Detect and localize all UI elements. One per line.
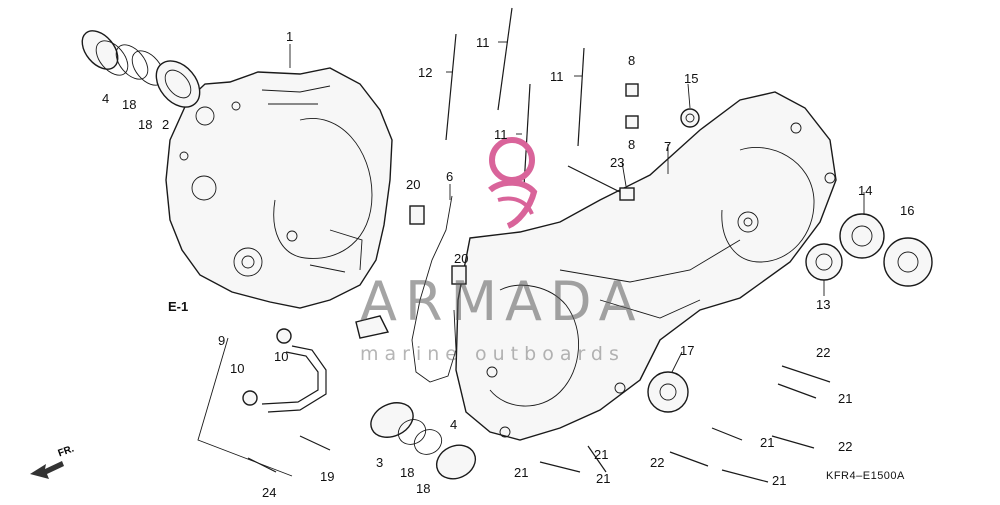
small-parts [355,83,639,339]
part-label-21-c: 21 [594,447,609,462]
part-label-3: 3 [376,455,384,470]
part-label-21-d: 21 [514,465,529,480]
crankcase-gasket [411,195,457,383]
part-label-16: 16 [900,203,915,218]
part-label-19: 19 [320,469,335,484]
part-label-24: 24 [262,485,277,500]
part-label-18-bottom-b: 18 [416,481,431,496]
leader-lines [289,41,865,373]
part-label-22-a: 22 [816,345,831,360]
part-label-21-f: 21 [772,473,787,488]
drawing-code: KFR4–E1500A [826,470,905,482]
part-label-4-bottom: 4 [450,417,458,432]
part-label-9: 9 [218,333,226,348]
left-seal-stack [81,30,201,108]
part-label-8-top: 8 [628,53,636,68]
part-label-17: 17 [680,343,695,358]
part-label-2: 2 [162,117,170,132]
part-label-21-b: 21 [760,435,775,450]
bottom-seal-stack [370,402,477,480]
right-bearings [647,108,933,413]
part-label-21-a: 21 [838,391,853,406]
part-label-10-lower: 10 [230,361,245,376]
part-label-10-upper: 10 [274,349,289,364]
part-label-22-b: 22 [838,439,853,454]
front-arrow-icon [30,461,64,479]
right-crankcase [455,91,837,441]
watermark-title: ARMADA [360,270,644,333]
part-label-18-left-a: 18 [122,97,137,112]
armada-logo-icon [488,137,538,229]
part-label-21-e: 21 [596,471,611,486]
part-label-18-left-b: 18 [138,117,153,132]
part-label-14: 14 [858,183,873,198]
part-label-1: 1 [286,29,294,44]
left-crankcase [165,67,393,309]
part-label-11-c: 11 [494,127,508,142]
section-reference-e1: E-1 [168,299,189,314]
part-label-23: 23 [610,155,625,170]
part-label-11-a: 11 [476,35,490,50]
part-label-20-upper: 20 [406,177,421,192]
part-label-4-left: 4 [102,91,110,106]
studs [445,7,585,187]
watermark-subtitle: marine outboards [360,343,625,365]
part-label-6: 6 [446,169,454,184]
breather-tube [197,328,327,477]
part-label-13: 13 [816,297,831,312]
part-label-20-lower: 20 [454,251,469,266]
part-label-18-bottom-a: 18 [400,465,415,480]
part-label-22-c: 22 [650,455,665,470]
part-label-12: 12 [418,65,433,80]
part-label-7: 7 [664,139,672,154]
part-label-8-bottom: 8 [628,137,636,152]
bolts [247,365,831,483]
part-label-15: 15 [684,71,699,86]
part-label-11-b: 11 [550,69,564,84]
